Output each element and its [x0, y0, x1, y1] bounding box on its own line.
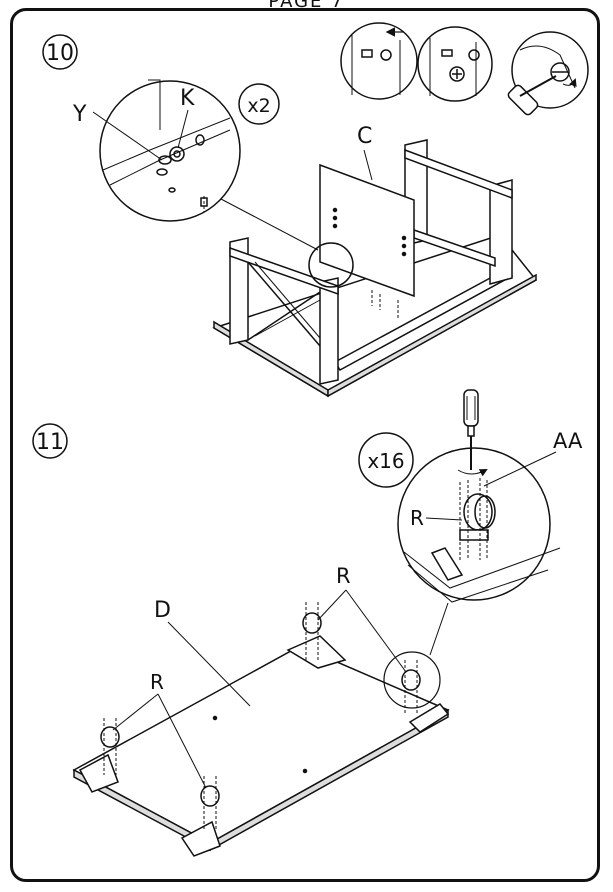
part-label-d: D — [154, 598, 171, 623]
caster — [200, 776, 220, 830]
quantity-label: x2 — [247, 95, 270, 117]
part-label-k: K — [180, 86, 195, 111]
leader-line-r — [157, 693, 207, 789]
part-label-r: R — [150, 670, 164, 694]
cam-lock-step-3 — [511, 31, 589, 109]
quantity-badge: x2 — [238, 83, 280, 125]
step10-detail-view — [99, 79, 241, 222]
page-frame — [10, 8, 600, 882]
part-label-aa: AA — [553, 429, 583, 453]
step-number: 10 — [46, 41, 74, 66]
leader-line-r — [112, 693, 159, 731]
leader-line-y — [92, 111, 163, 161]
cam-lock-sequence — [340, 22, 589, 116]
leader-line-r — [345, 589, 407, 673]
detail-connector — [220, 198, 319, 251]
leader-line-r-detail — [425, 517, 463, 521]
screwdriver-icon — [463, 389, 479, 470]
quantity-badge: x16 — [358, 432, 414, 488]
leader-line-r — [317, 589, 347, 621]
step-number: 11 — [36, 430, 64, 455]
step11-detail-view — [397, 389, 561, 603]
caster — [302, 602, 322, 660]
detail-connector — [429, 602, 449, 656]
leader-line-aa — [483, 451, 557, 487]
step-11: 11 — [32, 389, 583, 857]
cam-lock-step-2 — [417, 26, 493, 102]
leader-line-c — [363, 149, 373, 181]
cam-lock-step-1 — [340, 22, 418, 100]
table-frame-illustration — [212, 139, 538, 398]
step-number-circle — [42, 34, 78, 70]
part-label-r: R — [336, 564, 351, 588]
part-label-r-detail: R — [410, 506, 424, 530]
screwdriver-icon — [507, 75, 557, 116]
quantity-label: x16 — [367, 449, 404, 473]
step-number-circle — [32, 423, 68, 459]
caster — [401, 660, 421, 715]
tabletop-illustration — [72, 602, 450, 857]
leader-line-k — [177, 109, 189, 149]
leader-line-d — [167, 621, 251, 707]
part-label-y: Y — [72, 102, 87, 127]
part-label-c: C — [357, 124, 372, 149]
caster — [100, 718, 120, 775]
step-10: 10 — [42, 22, 589, 398]
